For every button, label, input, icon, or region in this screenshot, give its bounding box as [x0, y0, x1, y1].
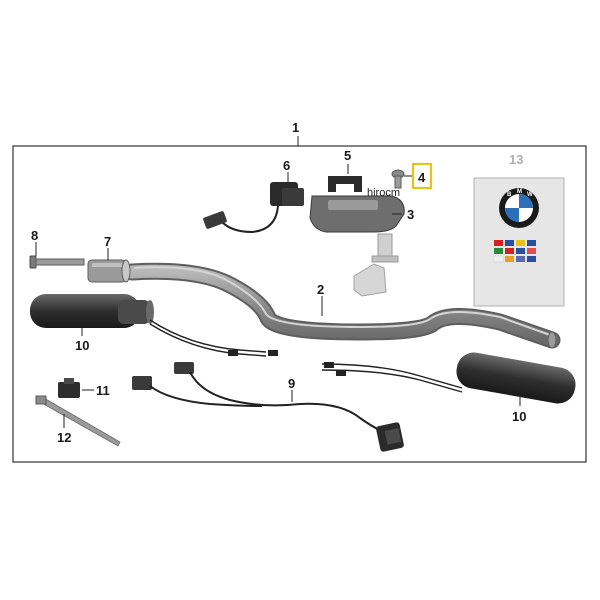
- callout-7: 7: [104, 234, 111, 249]
- callout-10-left: 10: [75, 338, 89, 353]
- callout-11: 11: [96, 383, 110, 398]
- callout-2: 2: [317, 282, 324, 297]
- connector-part-6: [203, 182, 304, 234]
- heated-grip-right-part-10: [321, 352, 576, 404]
- bolt-part-8: [29, 255, 85, 269]
- watermark-text: hirocm: [367, 187, 400, 199]
- callout-6: 6: [283, 158, 290, 173]
- callout-4: 4: [418, 170, 426, 185]
- callout-1: 1: [292, 120, 299, 135]
- callout-12: 12: [57, 430, 71, 445]
- callout-13: 13: [509, 152, 523, 167]
- heated-grip-left-part-10: [30, 294, 278, 357]
- assembly-frame: [12, 145, 587, 463]
- highlight-box-4: [411, 162, 433, 190]
- logo-letter-m: M: [517, 189, 522, 195]
- callout-10-right: 10: [512, 409, 526, 424]
- screw-part-4: [391, 169, 405, 189]
- wiring-harness-part-9: [132, 362, 404, 452]
- language-flags: [493, 240, 536, 263]
- switch-housing-part-3: [309, 195, 405, 297]
- logo-letter-w: W: [527, 192, 533, 198]
- callout-9: 9: [288, 376, 295, 391]
- clip-part-5: [328, 176, 362, 192]
- connector-part-11: [58, 378, 80, 398]
- callout-8: 8: [31, 228, 38, 243]
- sleeve-part-7: [87, 259, 131, 283]
- callout-5: 5: [344, 148, 351, 163]
- logo-letter-b: B: [507, 192, 512, 198]
- booklet-part-13: B M W: [473, 177, 565, 307]
- callout-3: 3: [407, 207, 414, 222]
- handlebar-part-2: [123, 262, 561, 349]
- cable-tie-part-12: [35, 395, 121, 447]
